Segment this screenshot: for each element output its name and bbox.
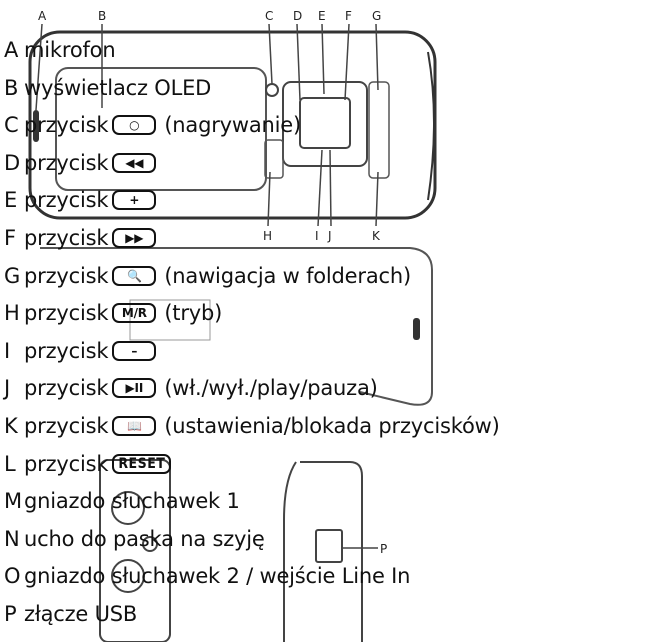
legend-letter: C: [4, 113, 19, 138]
callout-F: F: [345, 9, 352, 23]
legend-text: przycisk: [24, 414, 109, 438]
legend-letter: I: [4, 338, 10, 363]
legend-text: gniazdo słuchawek 2 / wejście Line In: [24, 564, 411, 589]
player-side-body: [283, 461, 363, 642]
right-button-column: [368, 81, 390, 179]
back-port-slot: [413, 318, 420, 340]
legend-text: przycisk: [24, 301, 109, 326]
reset-icon: RESET: [112, 453, 172, 474]
plus-icon: +: [112, 190, 157, 211]
callout-G: G: [372, 9, 381, 23]
book-icon: 📖: [112, 416, 157, 436]
side-button-column: [264, 139, 284, 179]
legend-letter: A: [4, 38, 19, 62]
legend-text: przycisk: [24, 263, 109, 288]
callout-E: E: [318, 9, 326, 23]
legend-letter: O: [4, 564, 21, 589]
player-front-body: [28, 30, 437, 220]
legend-letter: P: [4, 602, 17, 626]
legend-text: przycisk: [24, 113, 109, 138]
usb-port: [315, 529, 343, 563]
callout-P: P: [380, 542, 387, 556]
legend-text: przycisk: [24, 451, 109, 476]
callout-B: B: [98, 9, 106, 23]
circle-icon: ○: [112, 115, 157, 136]
legend-description: (ustawienia/blokada przycisków): [164, 414, 500, 438]
microphone-slot: [33, 110, 39, 142]
legend-text: złącze USB: [24, 602, 138, 626]
headphone-jack-2: [111, 559, 145, 593]
legend-text: gniazdo słuchawek 1: [24, 489, 240, 514]
callout-C: C: [265, 9, 273, 23]
callout-H: H: [263, 229, 272, 243]
legend-letter: E: [4, 188, 18, 213]
legend-description: (nagrywanie): [164, 113, 301, 138]
legend-letter: B: [4, 75, 19, 100]
legend-letter: F: [4, 226, 16, 250]
legend-letter: N: [4, 526, 20, 551]
callout-I: I: [315, 229, 319, 243]
minus-icon: –: [112, 340, 157, 361]
legend-letter: D: [4, 150, 20, 175]
legend-text: wyświetlacz OLED: [24, 75, 212, 100]
leader-lines: [35, 23, 379, 227]
dpad-inner: [299, 97, 351, 149]
callout-J: J: [327, 229, 332, 243]
mode-icon: M/R: [112, 303, 157, 324]
legend-description: (wł./wył./play/pauza): [164, 376, 378, 401]
callout-A: A: [38, 9, 47, 23]
legend-description: (nawigacja w folderach): [164, 263, 411, 288]
legend-text: przycisk: [24, 150, 109, 175]
legend-text: przycisk: [24, 226, 109, 250]
jack-panel: [99, 459, 171, 642]
rewind-icon: ◀◀: [112, 152, 157, 173]
strap-eyelet: [142, 536, 158, 552]
legend-letter: H: [4, 301, 20, 326]
legend-text: przycisk: [24, 188, 109, 213]
headphone-jack-1: [111, 491, 145, 525]
brand-label: [129, 299, 211, 341]
search-icon: 🔍: [112, 265, 157, 286]
player-back-body: [40, 247, 433, 406]
legend-text: przycisk: [24, 376, 109, 401]
legend-description: (tryb): [164, 301, 223, 326]
callout-K: K: [372, 229, 381, 243]
legend-letter: L: [4, 451, 16, 476]
legend-letter: J: [4, 376, 10, 401]
oled-display: [55, 67, 267, 191]
legend-letter: G: [4, 263, 21, 288]
legend-text: przycisk: [24, 338, 109, 363]
legend-letter: M: [4, 489, 22, 514]
legend-text: mikrofon: [24, 38, 116, 62]
play-pause-icon: ▶II: [112, 378, 157, 399]
fast-forward-icon: ▶▶: [112, 228, 157, 248]
callout-D: D: [293, 9, 302, 23]
record-button-shape: [265, 83, 279, 97]
legend-letter: K: [4, 414, 18, 438]
legend-text: ucho do paska na szyję: [24, 526, 265, 551]
dpad-outer: [282, 81, 368, 167]
